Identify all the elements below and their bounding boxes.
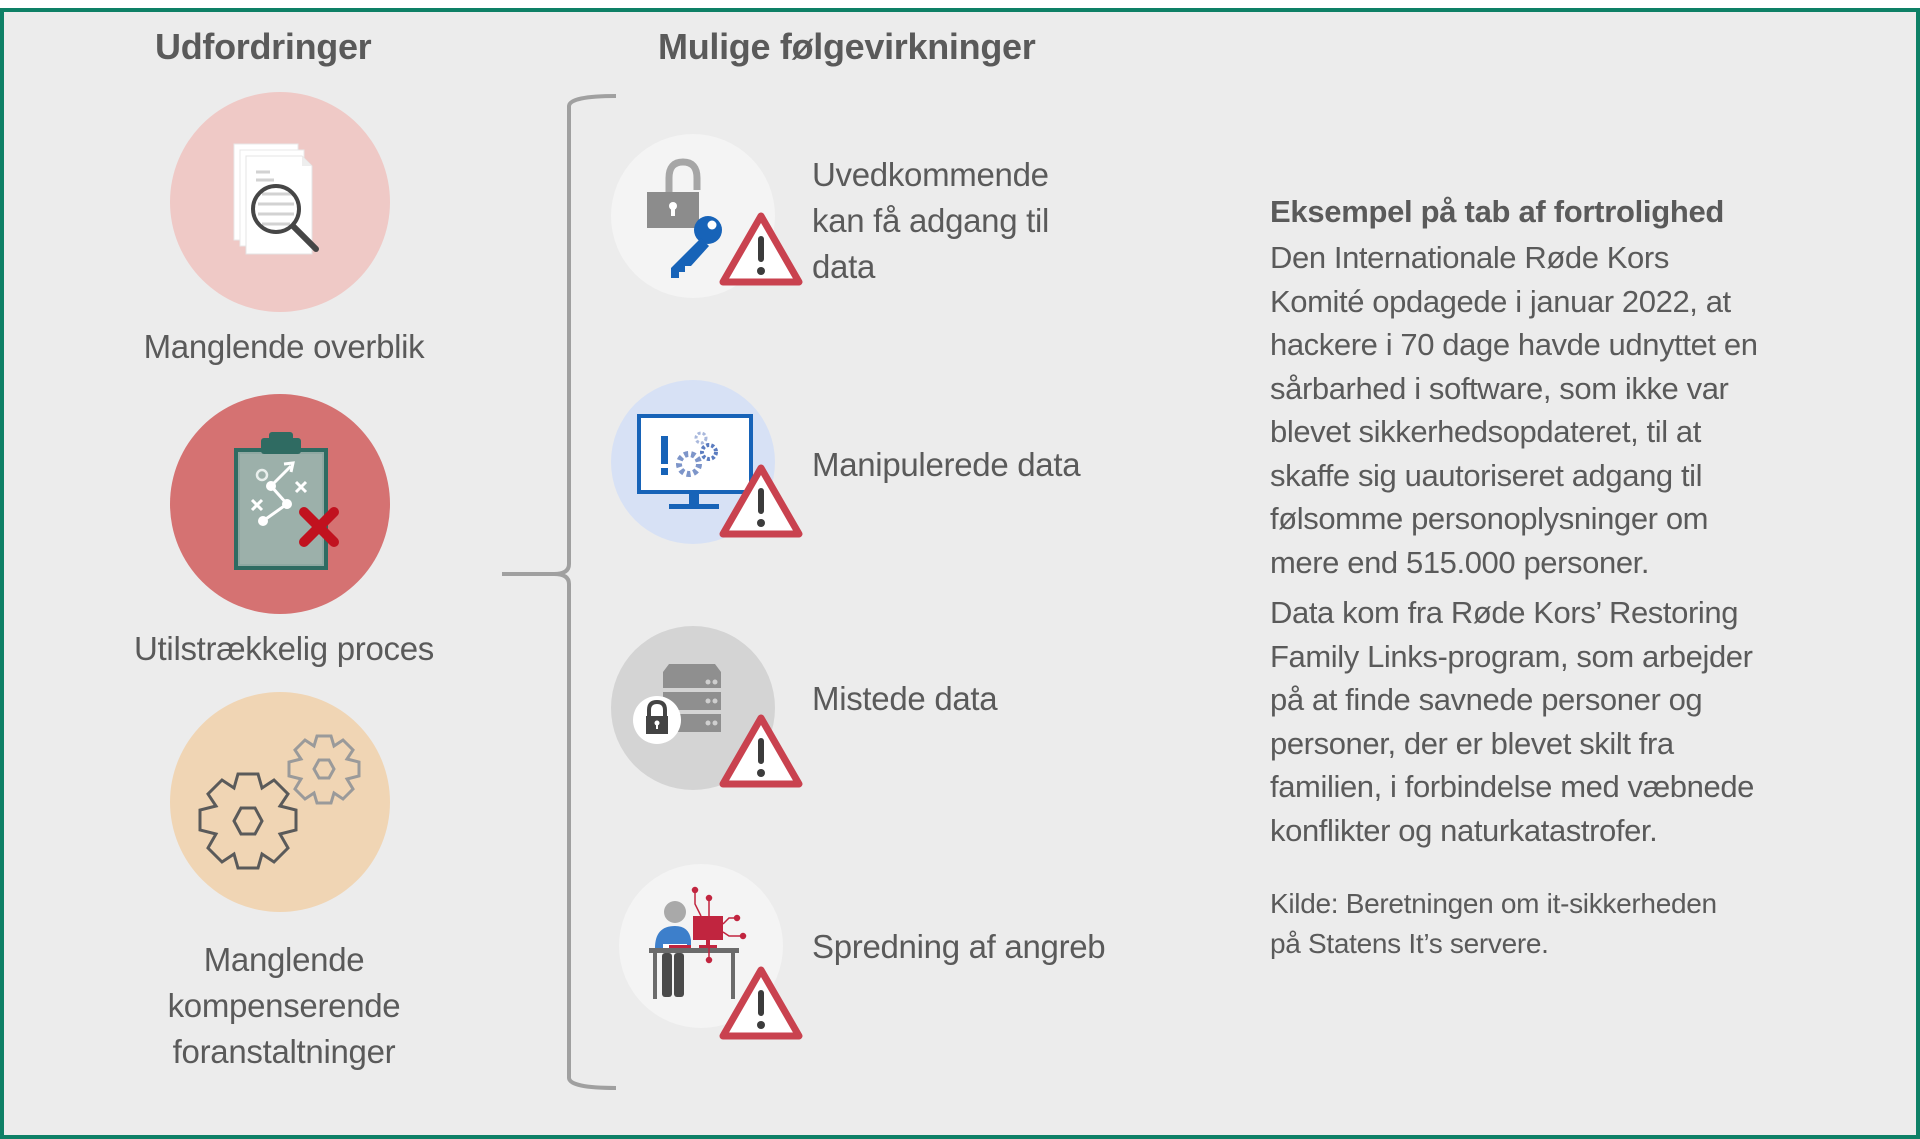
clipboard-strategy-failed-icon <box>234 432 339 570</box>
consequence-label-spread: Spredning af angreb <box>812 928 1106 965</box>
example-paragraph-1: Den Internationale Røde Kors Komité opda… <box>1270 240 1758 580</box>
consequence-label-lost: Mistede data <box>812 680 998 717</box>
consequence-label-unauthorized: Uvedkommende kan få adgang til data <box>812 156 1050 285</box>
warning-triangle-icon <box>719 212 803 286</box>
unlocked-padlock-key-icon <box>647 158 722 278</box>
gears-icon <box>198 734 361 870</box>
person-infected-computer-icon <box>649 886 747 999</box>
consequences-heading: Mulige følgevirkninger <box>658 26 1036 67</box>
challenge-circle-process <box>170 394 390 614</box>
consequence-label-manipulated: Manipulerede data <box>812 446 1081 483</box>
warning-triangle-icon <box>719 464 803 538</box>
example-heading: Eksempel på tab af fortrolighed <box>1270 194 1725 229</box>
challenge-label-overview: Manglende overblik <box>143 328 425 365</box>
locked-server-icon <box>633 664 721 744</box>
monitor-gears-alert-icon <box>637 414 753 509</box>
infographic-frame: Udfordringer Mulige følgevirkninger Mang… <box>0 8 1920 1139</box>
challenge-circle-compensating <box>170 692 390 912</box>
bracket-connector <box>502 94 617 1090</box>
example-box: Eksempel på tab af fortrolighed Den Inte… <box>1270 190 1830 964</box>
warning-triangle-icon <box>719 714 803 788</box>
warning-triangle-icon <box>719 966 803 1040</box>
challenge-circle-overview <box>170 92 390 312</box>
document-magnifier-icon <box>233 143 319 255</box>
challenge-label-process: Utilstrækkelig proces <box>134 630 434 667</box>
challenge-label-compensating: Manglende kompenserende foranstaltninger <box>167 941 401 1070</box>
example-paragraph-2: Data kom fra Røde Kors’ Restoring Family… <box>1270 595 1754 848</box>
example-source: Kilde: Beretningen om it-sikkerheden på … <box>1270 888 1717 959</box>
challenges-heading: Udfordringer <box>155 26 372 67</box>
